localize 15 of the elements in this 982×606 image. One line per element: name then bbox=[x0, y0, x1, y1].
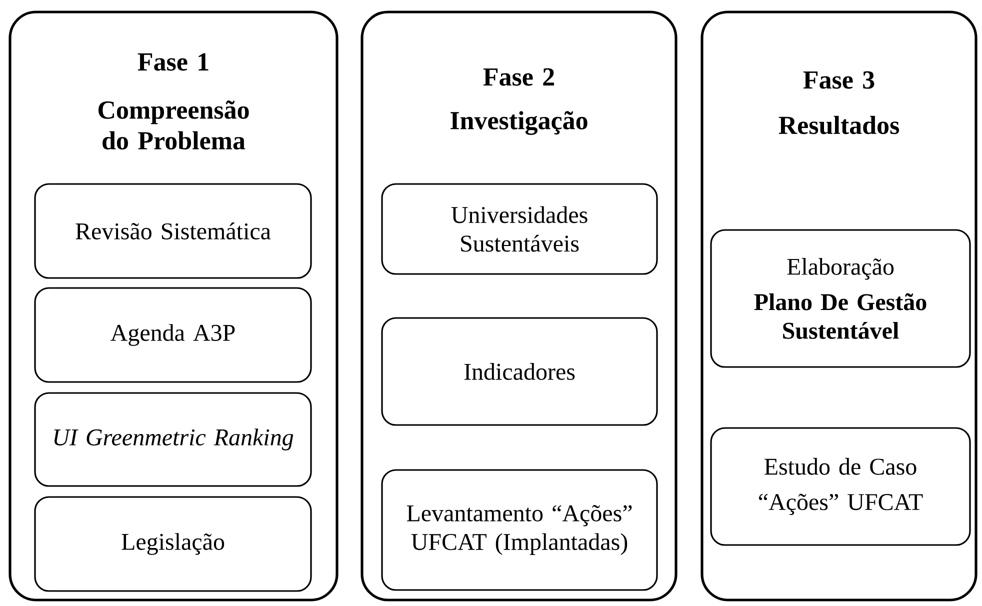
phase-title: Investigação bbox=[450, 111, 588, 135]
phase-title: Resultados bbox=[778, 116, 900, 134]
step-box: UI Greenmetric Ranking bbox=[34, 392, 312, 487]
phase-heading: Fase 1 bbox=[138, 53, 208, 71]
step-box: Levantamento “Ações” UFCAT (Implantadas) bbox=[381, 469, 658, 591]
step-box: Universidades Sustentáveis bbox=[381, 183, 658, 275]
step-box: Elaboração Plano De Gestão Sustentável bbox=[710, 229, 971, 368]
phase-title: Compreensão do Problema bbox=[98, 100, 249, 150]
phase-heading: Fase 2 bbox=[483, 68, 554, 86]
step-box: Agenda A3P bbox=[34, 287, 312, 383]
step-box: Revisão Sistemática bbox=[34, 183, 312, 279]
step-box: Legislação bbox=[34, 496, 312, 592]
phase-heading: Fase 3 bbox=[803, 71, 874, 89]
step-box: Indicadores bbox=[381, 317, 658, 426]
step-box: Estudo de Caso “Ações” UFCAT bbox=[710, 427, 971, 546]
